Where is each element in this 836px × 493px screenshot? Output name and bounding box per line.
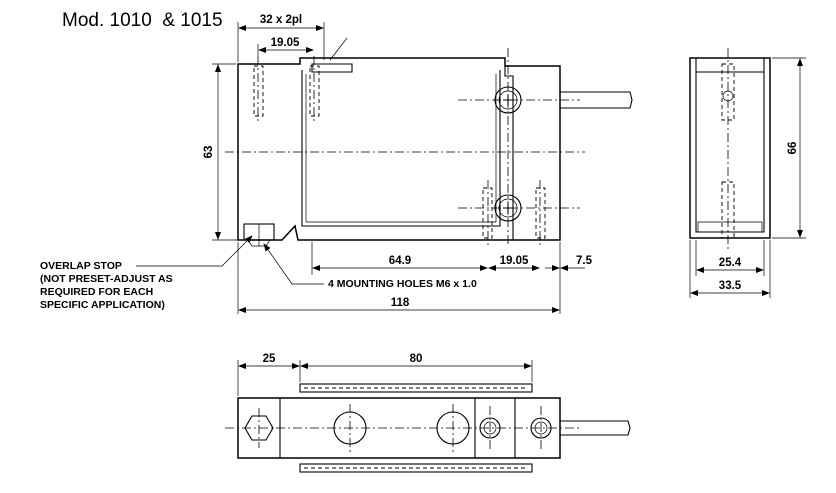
overlap-stop-note-line-1: OVERLAP STOP (40, 260, 122, 272)
side-view (225, 37, 633, 248)
screw-lower (494, 194, 522, 222)
end-view-outline (689, 57, 771, 239)
screw-upper (494, 86, 522, 114)
dim-top-inner: 19.05 (271, 37, 300, 49)
notes: OVERLAP STOP (NOT PRESET-ADJUST AS REQUI… (40, 235, 477, 311)
dim-hole-spacing: 19.05 (500, 255, 529, 267)
end-view-top-step (695, 58, 765, 73)
end-view-inner (695, 72, 765, 233)
end-dim-height: 66 (787, 142, 799, 155)
bottom-dim-span: 80 (410, 353, 423, 365)
model-title: Mod. 1010 & 1015 (62, 10, 223, 31)
side-view-pocket (301, 70, 501, 227)
end-dim-inner-width: 25.4 (719, 257, 742, 269)
overlap-stop-screw (243, 223, 275, 247)
overlap-stop-note-line-3: REQUIRED FOR EACH (40, 286, 153, 298)
overlap-stop-note-line-2: (NOT PRESET-ADJUST AS (40, 273, 173, 285)
bottom-view-rail-top (299, 383, 533, 393)
dim-top-span: 32 x 2pl (260, 14, 302, 26)
side-view-pocket-inner (305, 74, 497, 223)
hidden-hole-1 (253, 65, 264, 117)
end-view-bottom-step (697, 221, 763, 232)
hidden-hole-2 (309, 65, 320, 117)
hidden-hole-3 (482, 187, 493, 239)
end-view: 66 25.4 33.5 (689, 48, 806, 298)
overlap-stop-leader (136, 235, 253, 267)
bottom-view-cable (560, 420, 631, 436)
mounting-holes-note: 4 MOUNTING HOLES M6 x 1.0 (328, 278, 477, 290)
side-view-right-step (504, 66, 514, 240)
overlap-tab-leader (329, 37, 348, 61)
overlap-tab (311, 63, 353, 73)
hidden-hole-4 (535, 187, 546, 239)
mounting-holes-leader (263, 243, 324, 285)
side-view-body-outline (237, 57, 561, 241)
overlap-stop-note-line-4: SPECIFIC APPLICATION) (40, 299, 165, 311)
bottom-view: 25 80 (225, 353, 631, 473)
hex-stop (244, 415, 274, 441)
dim-total: 118 (391, 297, 410, 309)
dim-height: 63 (203, 146, 215, 159)
side-view-dimensions: 32 x 2pl 19.05 63 64.9 19.05 7.5 118 (203, 14, 593, 314)
bottom-dim-left: 25 (263, 353, 276, 365)
bottom-view-rail-bottom (299, 463, 533, 473)
end-dim-outer-width: 33.5 (719, 280, 742, 292)
side-view-cable (560, 91, 633, 109)
dim-end: 7.5 (576, 255, 593, 267)
dim-body-len: 64.9 (389, 255, 411, 267)
